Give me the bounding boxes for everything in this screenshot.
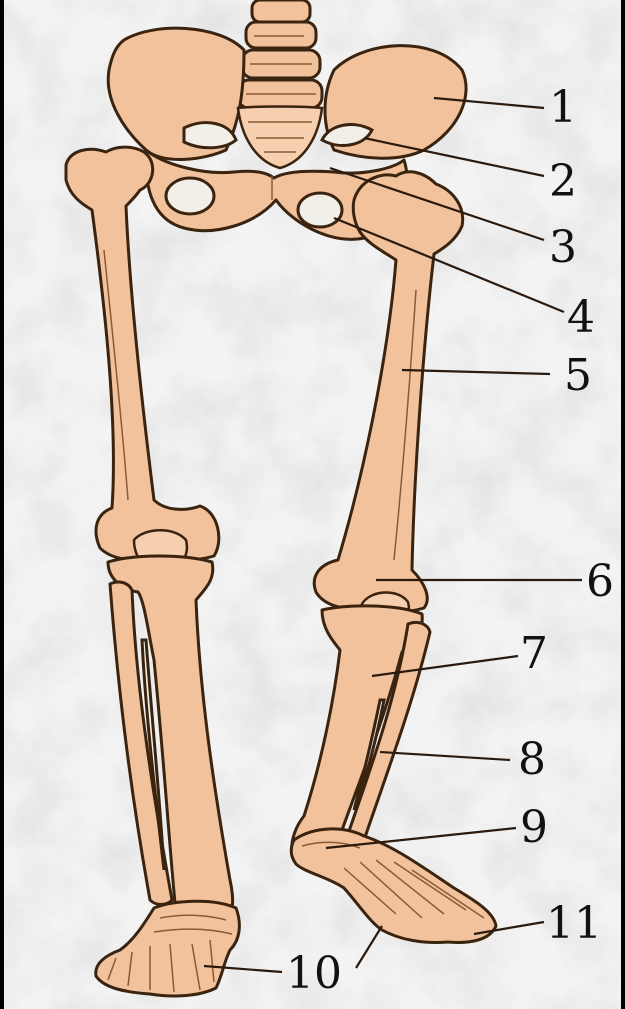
label-6: 6 xyxy=(586,556,614,607)
label-5: 5 xyxy=(564,350,592,401)
label-8: 8 xyxy=(518,734,546,785)
obturator-foramen-left xyxy=(166,178,214,214)
obturator-foramen-right xyxy=(298,193,342,227)
label-4: 4 xyxy=(567,292,595,343)
label-11: 11 xyxy=(546,898,602,949)
label-10: 10 xyxy=(286,948,342,999)
label-3: 3 xyxy=(549,222,577,273)
lower-limb-skeleton-diagram: 1 2 3 4 5 6 7 8 9 10 11 xyxy=(4,0,625,1009)
label-1: 1 xyxy=(549,82,577,133)
label-9: 9 xyxy=(520,802,548,853)
label-7: 7 xyxy=(520,628,548,679)
label-2: 2 xyxy=(549,156,577,207)
